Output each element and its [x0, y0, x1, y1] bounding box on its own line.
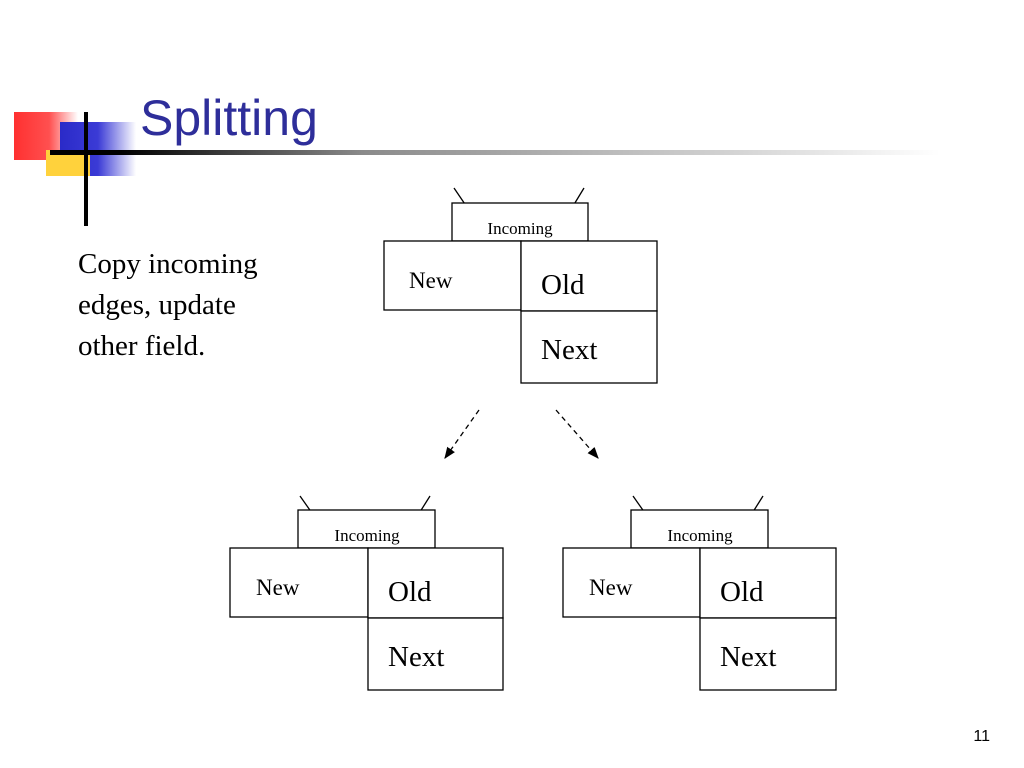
new-field-box [562, 547, 701, 618]
next-field-label: Next [541, 334, 597, 366]
next-field-label: Next [720, 641, 776, 673]
new-field-box [229, 547, 369, 618]
old-field-box [699, 547, 837, 619]
split-arrow-right [555, 409, 599, 459]
next-field-label: Next [388, 641, 444, 673]
body-line: other field. [78, 330, 206, 362]
page-number: 11 [973, 728, 990, 745]
node-right-child: Incoming New Old Next [562, 495, 837, 691]
body-line: edges, update [78, 289, 236, 321]
slide-title: Splitting [140, 90, 318, 146]
split-arrow-left [444, 409, 480, 459]
next-field-box [520, 310, 658, 384]
title-rule [50, 150, 940, 155]
node-left-child: Incoming New Old Next [229, 495, 504, 691]
old-field-label: Old [388, 576, 432, 608]
new-field-label: New [409, 268, 453, 293]
incoming-label: Incoming [334, 526, 400, 545]
next-field-box [699, 617, 837, 691]
body-text: Copy incoming edges, update other field. [78, 244, 318, 367]
next-field-box [367, 617, 504, 691]
new-field-box [383, 240, 522, 311]
new-field-label: New [589, 575, 633, 600]
incoming-label: Incoming [667, 526, 733, 545]
logo-vertical-line [84, 112, 88, 226]
old-field-label: Old [720, 576, 764, 608]
old-field-label: Old [541, 269, 585, 301]
old-field-box [520, 240, 658, 312]
incoming-label: Incoming [487, 219, 553, 238]
old-field-box [367, 547, 504, 619]
incoming-box [451, 202, 589, 242]
incoming-box [297, 509, 436, 549]
incoming-box [630, 509, 769, 549]
body-line: Copy incoming [78, 248, 258, 280]
new-field-label: New [256, 575, 300, 600]
node-parent: Incoming New Old Next [383, 187, 658, 384]
